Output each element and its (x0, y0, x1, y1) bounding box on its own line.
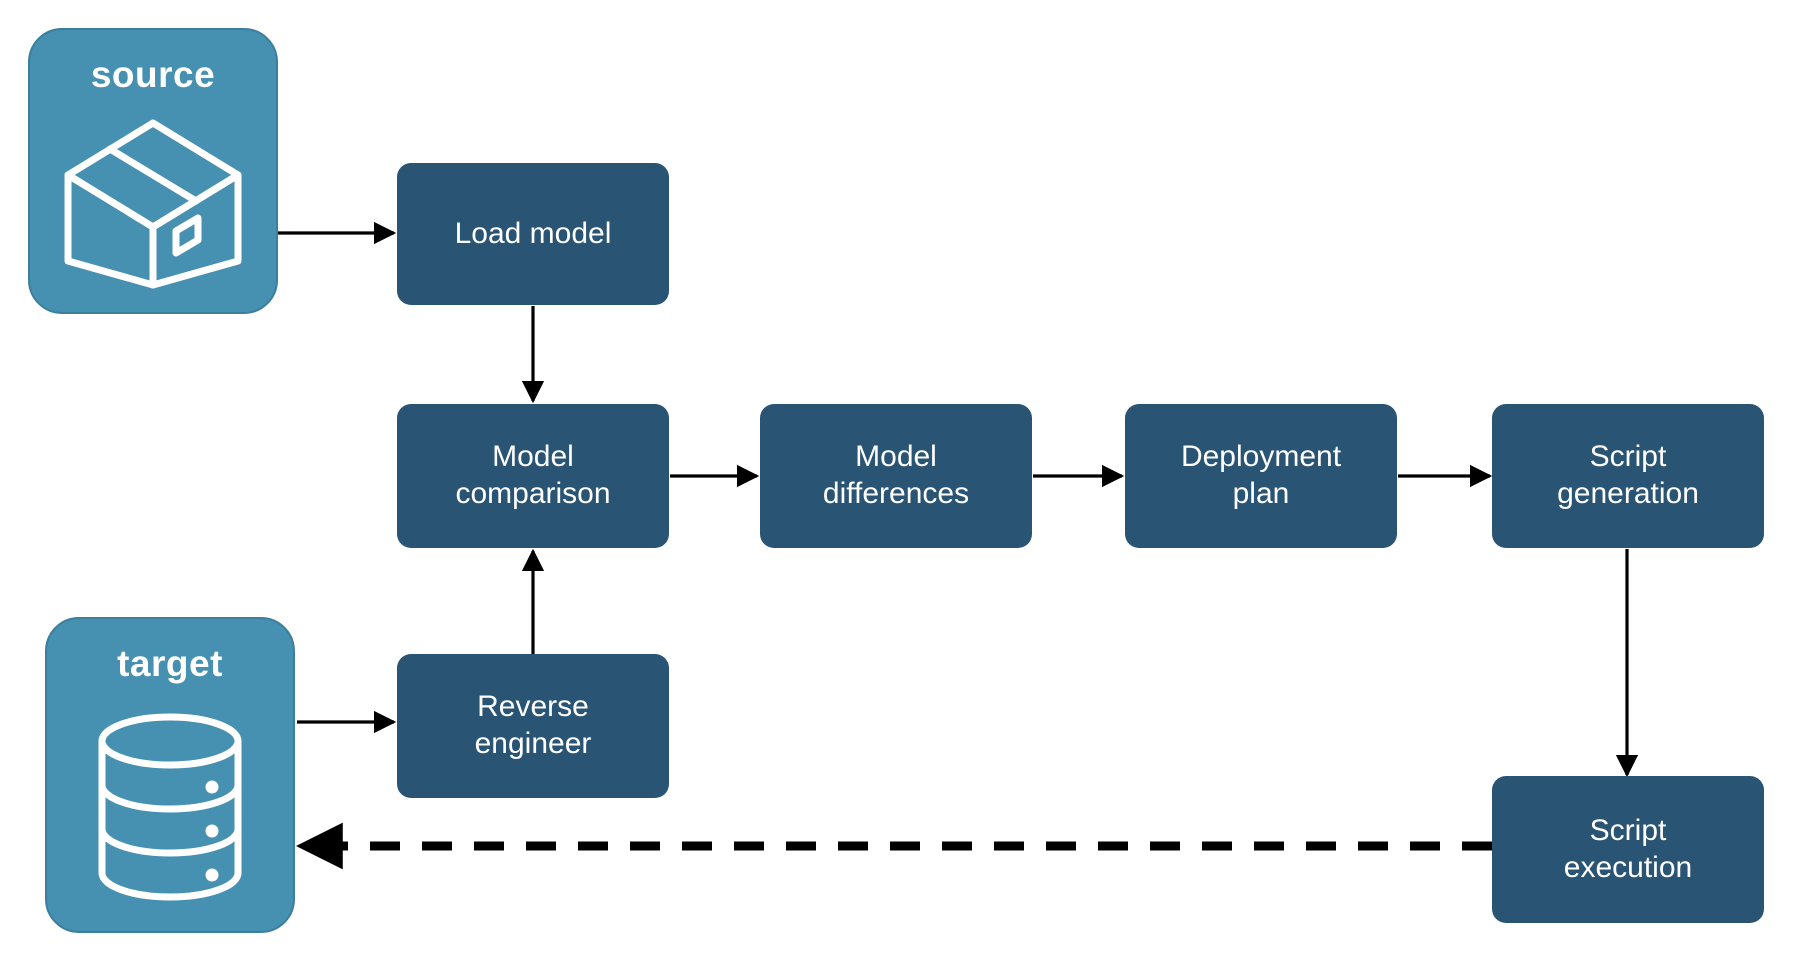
process-model-differences[interactable]: Model differences (760, 404, 1032, 548)
process-reverse-engineer-line1: Reverse (477, 690, 589, 724)
process-model-differences-line2: differences (822, 477, 970, 510)
process-deployment-plan-line2: plan (1232, 477, 1290, 510)
process-reverse-engineer[interactable]: Reverse engineer (397, 654, 669, 798)
process-model-comparison-line2: comparison (455, 477, 611, 510)
process-script-generation-line1: Script (1589, 440, 1667, 474)
entity-target[interactable]: target (45, 617, 295, 933)
process-script-execution-line2: execution (1563, 850, 1693, 884)
process-deployment-plan-line1: Deployment (1180, 440, 1342, 474)
process-script-generation[interactable]: Script generation (1492, 404, 1764, 548)
entity-source[interactable]: source (28, 28, 278, 314)
process-deployment-plan[interactable]: Deployment plan (1125, 404, 1397, 548)
process-load-model[interactable]: Load model (397, 163, 669, 305)
package-box-icon (30, 93, 276, 312)
process-model-differences-line1: Model (855, 440, 937, 474)
process-script-generation-line2: generation (1557, 477, 1699, 510)
process-script-execution-line1: Script (1589, 813, 1667, 847)
process-reverse-engineer-line2: engineer (474, 727, 592, 760)
process-model-comparison[interactable]: Model comparison (397, 404, 669, 548)
process-load-model-line1: Load model (454, 216, 612, 250)
process-model-comparison-line1: Model (492, 440, 574, 474)
entity-source-label: source (90, 54, 216, 95)
process-script-execution[interactable]: Script execution (1492, 776, 1764, 923)
database-cylinder-icon (47, 682, 293, 931)
entity-target-label: target (117, 643, 223, 684)
